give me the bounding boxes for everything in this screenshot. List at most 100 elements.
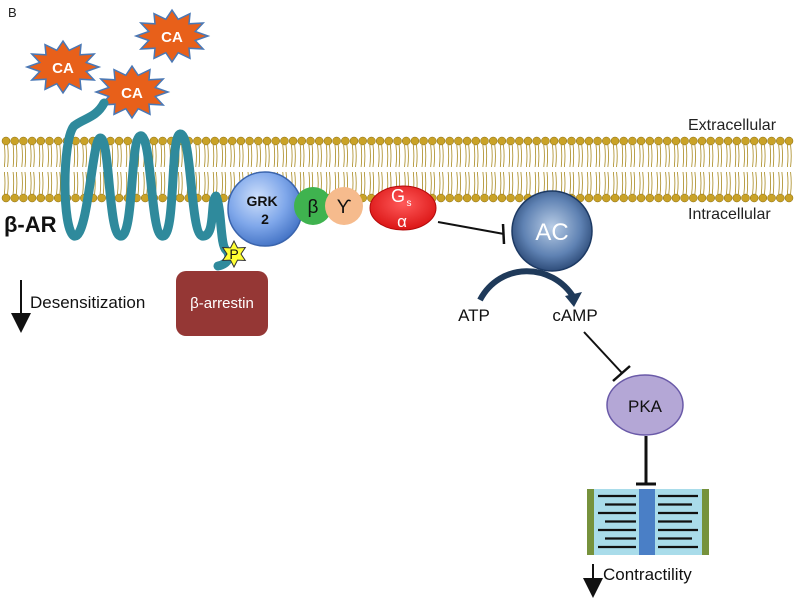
- lipid-head: [636, 136, 646, 146]
- lipid-head: [610, 136, 620, 146]
- lipid-tail: [233, 144, 235, 168]
- lipid-tail: [529, 171, 531, 195]
- lipid-head: [27, 193, 37, 203]
- lipid-head: [706, 136, 715, 146]
- lipid-head: [662, 193, 672, 203]
- lipid-tail: [569, 144, 571, 168]
- lipid-tail: [230, 144, 232, 168]
- lipid-tail: [85, 144, 87, 168]
- lipid-tail: [787, 144, 789, 168]
- lipid-head: [758, 136, 768, 146]
- lipid-tail: [537, 144, 540, 168]
- lipid-head: [219, 136, 228, 146]
- lipid-tail: [216, 171, 218, 195]
- lipid-head: [428, 136, 437, 146]
- contractility-label: Contractility: [603, 565, 692, 584]
- lipid-tail: [665, 144, 667, 168]
- lipid-head: [584, 193, 594, 203]
- lipid-tail: [181, 171, 183, 195]
- lipid-head: [454, 193, 463, 203]
- lipid-tail: [21, 171, 23, 195]
- lipid-tail: [38, 144, 41, 168]
- lipid-head: [393, 136, 402, 146]
- lipid-tail: [355, 171, 357, 195]
- lipid-head: [114, 193, 124, 203]
- lipid-tail: [682, 144, 684, 168]
- lipid-tail: [247, 144, 249, 168]
- lipid-head: [497, 136, 507, 146]
- lipid-tail: [50, 171, 53, 195]
- lipid-head: [654, 193, 663, 203]
- pka: PKA: [606, 374, 684, 436]
- lipid-head: [358, 136, 367, 146]
- lipid-head: [645, 136, 655, 146]
- lipid-tail: [503, 144, 505, 168]
- lipid-tail: [769, 144, 771, 168]
- lipid-tail: [268, 144, 270, 168]
- lipid-tail: [781, 144, 783, 168]
- lipid-tail: [586, 171, 589, 195]
- lipid-head: [706, 193, 715, 203]
- lipid-tail: [459, 144, 461, 168]
- lipid-tail: [325, 144, 328, 168]
- lipid-head: [462, 136, 472, 146]
- lipid-head: [541, 136, 550, 146]
- lipid-tail: [50, 144, 53, 168]
- atp-label: ATP: [458, 306, 490, 325]
- m-line: [639, 489, 655, 555]
- lipid-head: [323, 136, 333, 146]
- lipid-head: [715, 193, 724, 203]
- lipid-tail: [607, 171, 609, 195]
- lipid-tail: [477, 144, 479, 168]
- lipid-tail: [421, 144, 423, 168]
- lipid-head: [723, 136, 733, 146]
- lipid-tail: [633, 171, 635, 195]
- lipid-tail: [311, 144, 314, 168]
- lipid-tail: [282, 144, 284, 168]
- lipid-tail: [560, 144, 563, 168]
- lipid-tail: [691, 144, 693, 168]
- lipid-head: [445, 193, 454, 203]
- lipid-head: [341, 136, 350, 146]
- lipid-tail: [337, 144, 340, 168]
- lipid-tail: [499, 144, 502, 168]
- lipid-head: [515, 193, 524, 203]
- lipid-tail: [42, 144, 44, 168]
- lipid-tail: [82, 144, 84, 168]
- lipid-tail: [673, 144, 676, 168]
- lipid-tail: [621, 144, 624, 168]
- lipid-tail: [578, 144, 580, 168]
- lipid-tail: [442, 171, 444, 195]
- lipid-tail: [581, 171, 583, 195]
- lipid-tail: [181, 144, 183, 168]
- lipid-tail: [12, 171, 15, 195]
- lipid-tail: [82, 171, 84, 195]
- lipid-head: [297, 136, 307, 146]
- lipid-tail: [447, 144, 450, 168]
- lipid-tail: [378, 144, 380, 168]
- lipid-head: [384, 136, 394, 146]
- lipid-tail: [642, 144, 644, 168]
- ca-label: CA: [121, 85, 143, 102]
- ca-ligand-3: CA: [93, 64, 171, 120]
- lipid-tail: [711, 144, 714, 168]
- lipid-tail: [726, 171, 728, 195]
- lipid-tail: [781, 171, 783, 195]
- lipid-tail: [334, 144, 336, 168]
- lipid-tail: [102, 171, 105, 195]
- lipid-tail: [711, 171, 714, 195]
- lipid-tail: [4, 171, 6, 195]
- lipid-head: [767, 136, 776, 146]
- lipid-tail: [685, 144, 688, 168]
- lipid-head: [671, 136, 681, 146]
- lipid-tail: [216, 144, 218, 168]
- lipid-tail: [772, 171, 775, 195]
- lipid-tail: [491, 171, 493, 195]
- lipid-head: [314, 136, 324, 146]
- lipid-head: [280, 136, 289, 146]
- lipid-tail: [694, 171, 696, 195]
- lipid-tail: [73, 144, 75, 168]
- lipid-tail: [708, 171, 711, 195]
- arrestin-label: β-arrestin: [190, 295, 254, 312]
